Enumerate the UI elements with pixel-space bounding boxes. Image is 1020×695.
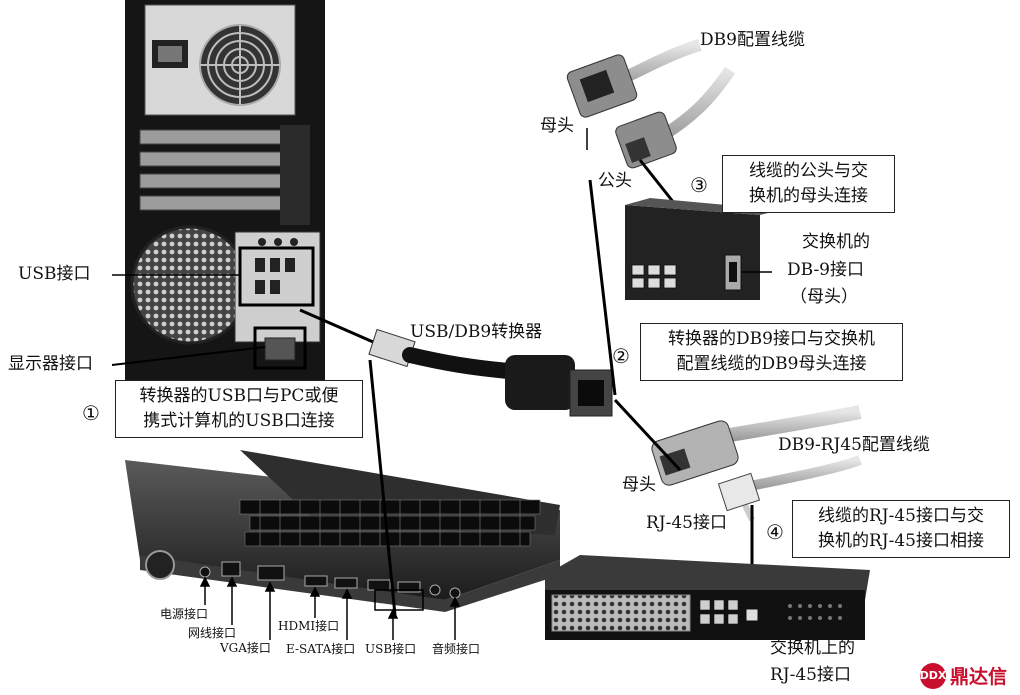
rear-fan-grille [130, 225, 250, 345]
usb-db9-converter [299, 308, 613, 616]
laptop-network-port-label: 网线接口 [188, 626, 237, 640]
switch-db9-label-line3: （母头） [790, 287, 858, 307]
db9-config-cable [566, 39, 735, 169]
brand-logo: DDX 鼎达信 [920, 662, 1007, 689]
laptop-usb-port-label: USB接口 [365, 642, 417, 656]
step-4-line2: 换机的RJ-45接口相接 [818, 531, 984, 551]
step-4-number: ④ [766, 520, 784, 544]
step-3-number: ③ [690, 173, 708, 197]
switch-top [625, 198, 780, 300]
usb-port-label: USB接口 [18, 264, 91, 284]
step-2-number: ② [612, 344, 630, 368]
step-3-line1: 线缆的公头与交 [749, 161, 868, 181]
laptop-audio-port-label: 音频接口 [432, 642, 481, 656]
step-2-box: 转换器的DB9接口与交换机 配置线缆的DB9母头连接 [640, 323, 903, 381]
step-1-number: ① [82, 401, 100, 425]
pc-tower [125, 0, 325, 385]
step-3-line2: 换机的母头连接 [749, 186, 868, 206]
switch-db9-label-line2: DB-9接口 [787, 260, 864, 280]
male-head-label: 公头 [596, 171, 634, 191]
switch-bottom [545, 555, 870, 640]
step-1-box: 转换器的USB口与PC或便 携式计算机的USB口连接 [115, 380, 363, 438]
laptop-vga-port-label: VGA接口 [220, 641, 271, 655]
laptop [125, 450, 560, 612]
switch-rj45-label-line2: RJ-45接口 [770, 665, 851, 685]
converter-label: USB/DB9转换器 [410, 322, 543, 342]
db9-rj45-cable-label: DB9-RJ45配置线缆 [778, 435, 930, 455]
switch-db9-label-line1: 交换机的 [802, 232, 870, 252]
laptop-port-arrows [199, 576, 461, 640]
female-head-top-label: 母头 [540, 116, 574, 136]
step-2-line1: 转换器的DB9接口与交换机 [668, 329, 875, 349]
monitor-port-label: 显示器接口 [8, 354, 93, 374]
step-4-line1: 线缆的RJ-45接口与交 [818, 506, 984, 526]
db9-cable-label: DB9配置线缆 [700, 30, 805, 50]
usb-port-highlight [238, 246, 315, 307]
laptop-esata-port-label: E-SATA接口 [286, 642, 356, 656]
brand-logo-icon: DDX [920, 662, 946, 689]
step-1-line1: 转换器的USB口与PC或便 [139, 386, 339, 406]
rj45-port-label: RJ-45接口 [646, 513, 727, 533]
switch-rj45-label-line1: 交换机上的 [770, 638, 855, 658]
step-1-line2: 携式计算机的USB口连接 [143, 411, 335, 431]
laptop-hdmi-port-label: HDMI接口 [278, 619, 340, 633]
step-2-line2: 配置线缆的DB9母头连接 [676, 354, 867, 374]
db9-rj45-cable [651, 405, 862, 522]
step-3-box: 线缆的公头与交 换机的母头连接 [722, 155, 895, 213]
female-head-bottom-label: 母头 [622, 475, 656, 495]
laptop-power-port-label: 电源接口 [160, 607, 209, 621]
brand-logo-text: 鼎达信 [950, 666, 1008, 688]
step-4-box: 线缆的RJ-45接口与交 换机的RJ-45接口相接 [792, 500, 1010, 558]
